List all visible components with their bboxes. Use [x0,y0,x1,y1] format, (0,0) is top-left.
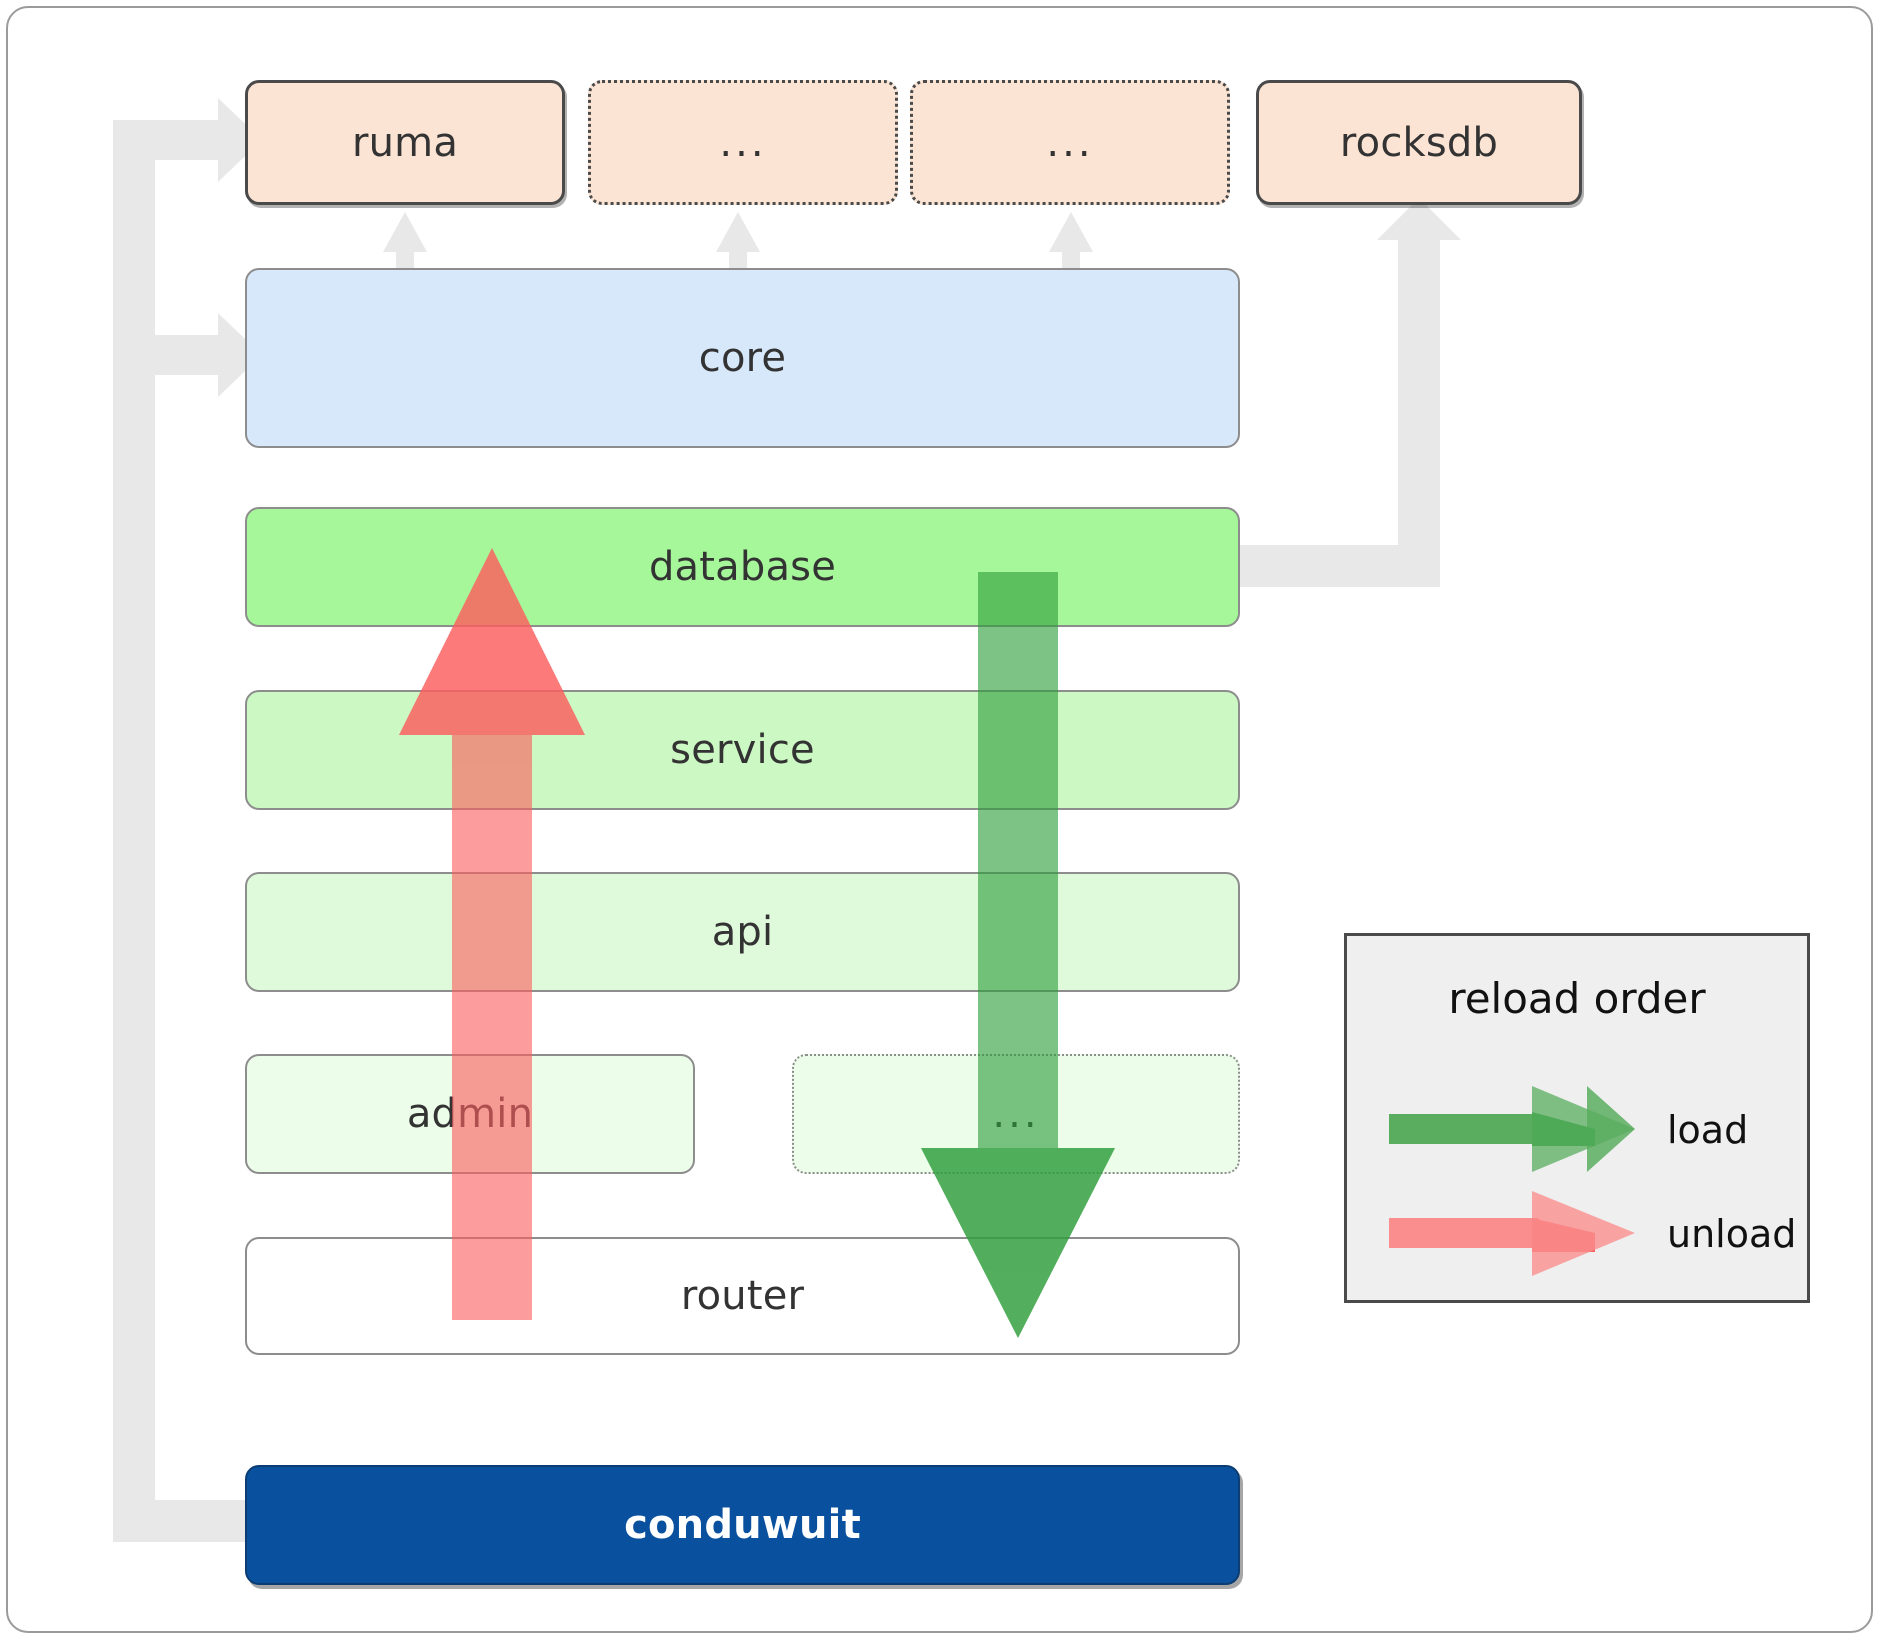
node-rocksdb-label: rocksdb [1339,119,1499,166]
node-ruma-label: ruma [351,119,459,166]
legend-unload-arrow [1389,1191,1635,1276]
node-core-label: core [698,335,787,381]
legend-load-label: load [1667,1108,1749,1152]
node-router[interactable]: router [245,1237,1240,1355]
node-service[interactable]: service [245,690,1240,810]
legend-arrows [1389,1086,1635,1276]
diagram-frame [6,6,1873,1633]
node-api[interactable]: api [245,872,1240,992]
legend-load-arrow [1389,1086,1635,1172]
node-service-label: service [670,727,815,773]
node-core[interactable]: core [245,268,1240,448]
node-conduwuit[interactable]: conduwuit [245,1465,1240,1585]
node-admin[interactable]: admin [245,1054,695,1174]
node-router-label: router [680,1273,805,1319]
node-ellipsis-low-label: ... [992,1091,1040,1137]
node-rocksdb[interactable]: rocksdb [1256,80,1582,205]
legend-title: reload order [1448,974,1706,1023]
node-ellipsis-2[interactable]: ... [910,80,1230,205]
node-database-label: database [648,544,837,590]
node-conduwuit-label: conduwuit [624,1502,861,1548]
legend-unload-label: unload [1667,1212,1797,1256]
node-ellipsis-2-label: ... [1046,119,1094,166]
node-admin-label: admin [406,1091,534,1137]
node-ruma[interactable]: ruma [245,80,565,205]
node-ellipsis-low[interactable]: ... [792,1054,1240,1174]
legend-panel: reload order load unload [1344,933,1810,1303]
node-database[interactable]: database [245,507,1240,627]
node-ellipsis-1-label: ... [719,119,767,166]
node-api-label: api [711,909,774,955]
node-ellipsis-1[interactable]: ... [588,80,898,205]
